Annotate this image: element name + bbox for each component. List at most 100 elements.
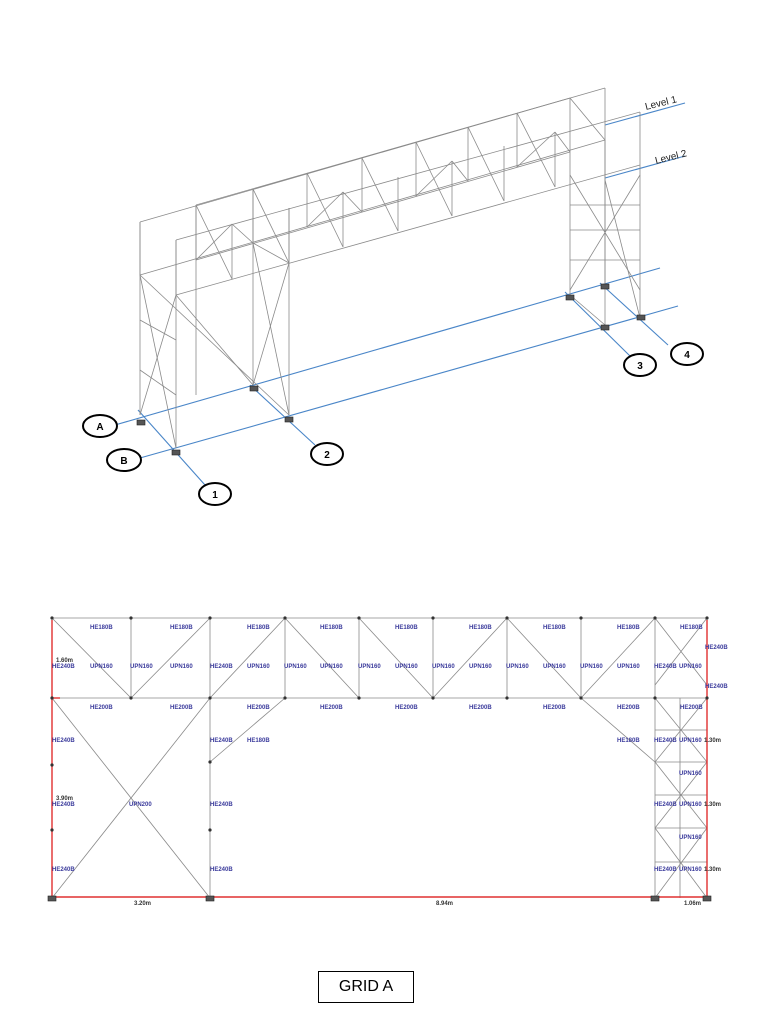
elevation-supports xyxy=(47,895,712,902)
bubble-3: 3 xyxy=(623,353,657,377)
section-label: UPN160 xyxy=(395,664,418,670)
section-label: HE200B xyxy=(617,705,640,711)
section-label: HE180B xyxy=(395,625,418,631)
dim-span-1: 3.20m xyxy=(134,901,151,907)
dimension-lines xyxy=(51,620,708,898)
elevation-frame xyxy=(51,617,708,899)
support-B1 xyxy=(171,449,181,456)
dim-span-2: 8.94m xyxy=(436,901,453,907)
dim-column-height: 3.90m xyxy=(56,796,73,802)
dimension-labels: 1.60m 3.90m 3.20m 8.94m 1.06m 1.30m 1.30… xyxy=(56,658,721,907)
section-label: UPN160 xyxy=(358,664,381,670)
section-label: UPN160 xyxy=(679,867,702,873)
svg-text:3: 3 xyxy=(637,361,643,372)
section-label: HE200B xyxy=(170,705,193,711)
level-1-label: Level 1 xyxy=(644,94,678,113)
isometric-view: Level 1 Level 2 xyxy=(82,87,704,506)
section-label: UPN160 xyxy=(247,664,270,670)
svg-text:A: A xyxy=(96,422,103,433)
section-label: HE240B xyxy=(210,664,233,670)
dim-tower-panel: 1.30m xyxy=(704,738,721,744)
section-label: HE180B xyxy=(543,625,566,631)
bottom-chord-labels: HE200B HE200B HE200B HE200B HE200B HE200… xyxy=(90,705,703,711)
bubble-4: 4 xyxy=(670,342,704,366)
section-label: HE180B xyxy=(247,625,270,631)
section-label: UPN160 xyxy=(170,664,193,670)
section-label: UPN160 xyxy=(284,664,307,670)
support-B4 xyxy=(636,314,646,321)
dim-span-3: 1.06m xyxy=(684,901,701,907)
section-label: HE180B xyxy=(320,625,343,631)
bubble-1: 1 xyxy=(198,482,232,506)
dim-tower-panel: 1.30m xyxy=(704,867,721,873)
bubble-A: A xyxy=(82,414,118,438)
section-label: UPN160 xyxy=(432,664,455,670)
bubble-B: B xyxy=(106,448,142,472)
support-3 xyxy=(650,895,660,902)
section-label: UPN160 xyxy=(679,802,702,808)
grid-line-A xyxy=(114,267,661,426)
section-label: HE200B xyxy=(320,705,343,711)
section-label: UPN160 xyxy=(580,664,603,670)
supports xyxy=(136,283,646,456)
svg-text:4: 4 xyxy=(684,350,690,361)
section-label: UPN160 xyxy=(506,664,529,670)
bubble-2: 2 xyxy=(310,442,344,466)
section-label: HE240B xyxy=(654,664,677,670)
section-label: UPN160 xyxy=(679,664,702,670)
grid-line-2 xyxy=(249,384,316,446)
section-label: HE240B xyxy=(705,645,728,651)
support-B3 xyxy=(600,324,610,331)
section-label: HE240B xyxy=(52,738,75,744)
section-label: UPN160 xyxy=(543,664,566,670)
section-label: HE180B xyxy=(469,625,492,631)
grid-line-B xyxy=(139,305,679,459)
level-2-label: Level 2 xyxy=(654,148,688,167)
level-2-line xyxy=(604,155,686,179)
section-label: HE240B xyxy=(654,738,677,744)
section-label: HE240B xyxy=(210,802,233,808)
section-label: HE240B xyxy=(210,867,233,873)
support-2 xyxy=(205,895,215,902)
column-labels: HE240B HE240B HE240B UPN200 HE240B HE180… xyxy=(52,738,702,873)
section-label: HE240B xyxy=(705,684,728,690)
section-label: UPN160 xyxy=(90,664,113,670)
section-label: HE180B xyxy=(247,738,270,744)
support-A4 xyxy=(600,283,610,290)
section-label: UPN160 xyxy=(617,664,640,670)
section-label: HE180B xyxy=(617,738,640,744)
nodes xyxy=(50,616,709,832)
grid-line-4 xyxy=(599,282,669,346)
svg-text:1: 1 xyxy=(212,490,218,501)
section-label: HE200B xyxy=(247,705,270,711)
section-label: HE200B xyxy=(395,705,418,711)
level-1-line xyxy=(604,102,686,126)
section-label: HE180B xyxy=(170,625,193,631)
section-label: HE200B xyxy=(469,705,492,711)
support-A2 xyxy=(249,385,259,392)
grid-caption: GRID A xyxy=(318,971,414,1003)
section-label: HE240B xyxy=(52,867,75,873)
section-label: HE240B xyxy=(654,802,677,808)
support-A1 xyxy=(136,419,146,426)
section-label: HE180B xyxy=(617,625,640,631)
vertical-labels: HE240B UPN160 UPN160 UPN160 HE240B UPN16… xyxy=(52,645,728,690)
support-B2 xyxy=(284,416,294,423)
section-label: HE180B xyxy=(680,625,703,631)
svg-text:2: 2 xyxy=(324,450,330,461)
support-A3 xyxy=(565,294,575,301)
elevation-view: HE180B HE180B HE180B HE180B HE180B HE180… xyxy=(47,616,728,907)
section-label: HE240B xyxy=(210,738,233,744)
dim-top-height: 1.60m xyxy=(56,658,73,664)
structural-frame xyxy=(139,87,641,449)
grid-line-1 xyxy=(137,409,206,486)
section-label: HE200B xyxy=(680,705,703,711)
section-label: HE200B xyxy=(90,705,113,711)
section-label: UPN160 xyxy=(320,664,343,670)
top-chord-labels: HE180B HE180B HE180B HE180B HE180B HE180… xyxy=(90,625,703,631)
section-label: HE240B xyxy=(52,802,75,808)
grid-lines xyxy=(114,102,686,486)
section-label: HE200B xyxy=(543,705,566,711)
section-label: UPN200 xyxy=(129,802,152,808)
section-label: UPN160 xyxy=(130,664,153,670)
